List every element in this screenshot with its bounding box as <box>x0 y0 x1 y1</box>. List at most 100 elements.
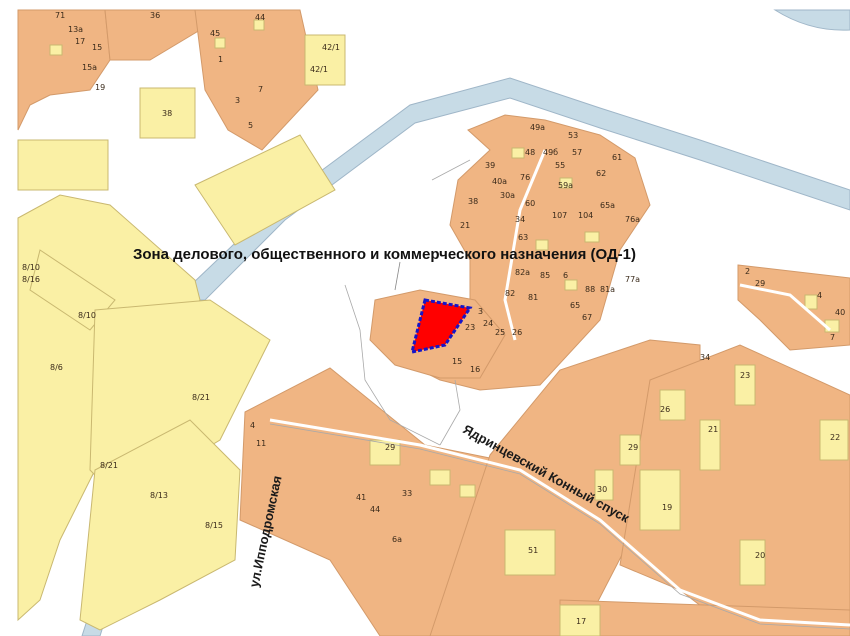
label-41: 41 <box>356 493 366 502</box>
label-25: 25 <box>495 328 505 337</box>
label-81a: 81а <box>600 285 615 294</box>
building-se-4 <box>659 389 686 421</box>
building-ne-1 <box>511 147 525 159</box>
label-65a: 65а <box>600 201 615 210</box>
path-yadrintsevsky <box>269 418 850 627</box>
path-outlines <box>269 159 850 630</box>
label-71: 71 <box>55 11 65 20</box>
label-51: 51 <box>528 546 538 555</box>
path-east <box>739 283 831 332</box>
building-left-strip <box>29 249 116 331</box>
label-104: 104 <box>578 211 593 220</box>
building-ne-2 <box>559 177 573 189</box>
label-39: 39 <box>485 161 495 170</box>
building-small-top-b <box>214 37 226 49</box>
label-63: 63 <box>518 233 528 242</box>
label-8-10a: 8/10 <box>22 263 40 272</box>
building-se-2 <box>639 469 681 531</box>
label-29: 29 <box>755 279 765 288</box>
building-17 <box>559 604 601 636</box>
building-se-6 <box>819 419 849 461</box>
label-3: 3 <box>235 96 240 105</box>
block-top-right <box>194 9 319 151</box>
label-5: 5 <box>248 121 253 130</box>
label-15a: 15а <box>82 63 97 72</box>
label-49a: 49а <box>530 123 545 132</box>
label-30: 30 <box>597 485 607 494</box>
label-42-1b: 42/1 <box>310 65 328 74</box>
river-corner <box>773 9 850 31</box>
label-76a: 76а <box>625 215 640 224</box>
building-ne-3 <box>584 231 600 243</box>
building-top-2 <box>194 134 336 246</box>
path-yadrintsevsky-edge <box>269 423 850 630</box>
subject-parcel[interactable] <box>409 298 473 354</box>
zone-leader-line <box>394 261 401 291</box>
label-57: 57 <box>572 148 582 157</box>
path-ne-link <box>431 159 471 181</box>
label-15: 15 <box>92 43 102 52</box>
building-38 <box>139 87 196 139</box>
building-sc-2 <box>619 434 641 466</box>
label-107: 107 <box>552 211 567 220</box>
label-40: 40 <box>835 308 845 317</box>
zone-label: Зона делового, общественного и коммерчес… <box>133 246 636 263</box>
label-8-6: 8/6 <box>50 363 63 372</box>
label-17: 17 <box>75 37 85 46</box>
building-sw-2 <box>429 469 451 486</box>
block-south-west <box>239 367 491 636</box>
label-6: 6 <box>563 271 568 280</box>
building-labels: 71 13а 17 15 15а 19 36 44 45 1 3 7 5 42/… <box>22 11 845 626</box>
label-82: 82 <box>505 289 515 298</box>
label-40a: 40а <box>492 177 507 186</box>
label-8-21: 8/21 <box>192 393 210 402</box>
building-se-1 <box>734 364 756 406</box>
label-34b: 34 <box>700 353 710 362</box>
label-16: 16 <box>470 365 480 374</box>
label-8-15: 8/15 <box>205 521 223 530</box>
label-26: 26 <box>512 328 522 337</box>
label-21b: 21 <box>708 425 718 434</box>
label-60: 60 <box>525 199 535 208</box>
road-diagonal-main <box>17 77 850 582</box>
label-2: 2 <box>745 267 750 276</box>
label-44b: 44 <box>370 505 380 514</box>
label-19b: 19 <box>662 503 672 512</box>
label-88: 88 <box>585 285 595 294</box>
label-65: 65 <box>570 301 580 310</box>
label-17b: 17 <box>576 617 586 626</box>
label-85: 85 <box>540 271 550 280</box>
label-21: 21 <box>460 221 470 230</box>
label-48: 48 <box>525 148 535 157</box>
label-1: 1 <box>218 55 223 64</box>
building-se-5 <box>699 419 721 471</box>
label-33: 33 <box>402 489 412 498</box>
label-30a: 30а <box>500 191 515 200</box>
path-west-curve <box>344 284 441 446</box>
building-ne-5 <box>564 279 578 291</box>
label-20: 20 <box>755 551 765 560</box>
label-23: 23 <box>465 323 475 332</box>
label-3b: 3 <box>478 307 483 316</box>
label-8-16: 8/16 <box>22 275 40 284</box>
label-29c: 29 <box>628 443 638 452</box>
building-sw-3 <box>459 484 476 498</box>
block-top-center <box>104 9 201 61</box>
label-38: 38 <box>162 109 172 118</box>
buildings <box>17 19 849 636</box>
label-8-13: 8/13 <box>150 491 168 500</box>
label-44: 44 <box>255 13 265 22</box>
label-82a: 82а <box>515 268 530 277</box>
label-38b: 38 <box>468 197 478 206</box>
building-lower-left <box>79 419 241 631</box>
label-8-21b: 8/21 <box>100 461 118 470</box>
label-67: 67 <box>582 313 592 322</box>
building-se-3 <box>739 539 766 586</box>
label-45: 45 <box>210 29 220 38</box>
building-42-1 <box>304 34 346 86</box>
path-north-loop <box>503 149 547 341</box>
label-36: 36 <box>150 11 160 20</box>
building-ne-4 <box>535 239 549 251</box>
